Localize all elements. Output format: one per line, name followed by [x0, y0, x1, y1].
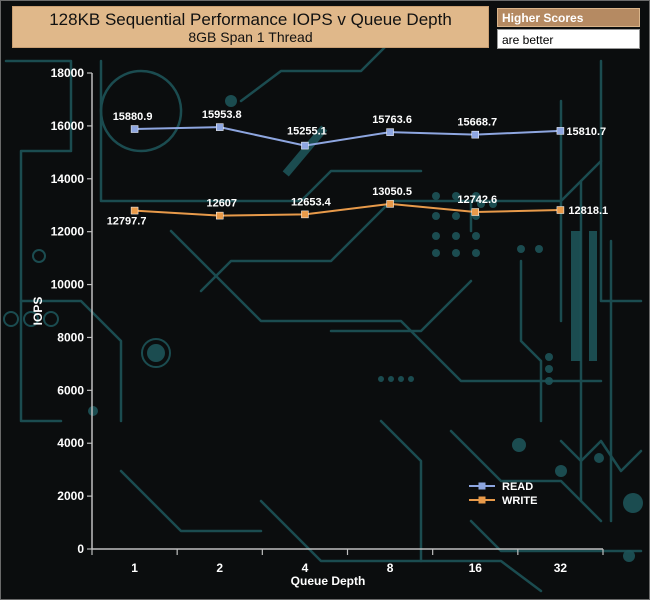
data-point-write — [130, 206, 139, 215]
x-axis-title: Queue Depth — [291, 574, 366, 588]
data-labels: 15880.9 15953.8 15255.1 15763.6 15668.7 15810… — [107, 109, 608, 227]
data-label-write: 13050.5 — [372, 186, 412, 198]
chart-subtitle: 8GB Span 1 Thread — [188, 29, 313, 45]
x-tick-label: 2 — [216, 561, 223, 575]
y-tick-label: 10000 — [51, 278, 85, 292]
y-tick-label: 14000 — [51, 172, 85, 186]
data-label-write: 12742.6 — [457, 194, 497, 206]
data-point-read — [556, 127, 565, 135]
data-point-write — [216, 211, 224, 220]
legend-marker-read — [478, 482, 486, 490]
data-label-write: 12653.4 — [291, 196, 332, 208]
data-point-write — [386, 200, 394, 208]
y-tick-label: 2000 — [57, 489, 84, 503]
chart-title-box: 128KB Sequential Performance IOPS v Queu… — [12, 6, 489, 48]
data-label-read: 15255.1 — [287, 126, 327, 138]
y-tick-label: 8000 — [57, 330, 84, 344]
data-point-read — [130, 125, 139, 133]
x-tick-label: 1 — [131, 561, 138, 575]
higher-scores-text: are better — [497, 29, 640, 49]
chart-series — [130, 123, 565, 220]
data-label-read: 15953.8 — [202, 109, 242, 121]
data-label-read: 15810.7 — [566, 126, 606, 138]
x-tick-label: 32 — [554, 561, 568, 575]
y-tick-label: 6000 — [57, 383, 84, 397]
chart-axes — [87, 72, 604, 555]
data-label-write: 12607 — [206, 198, 237, 210]
data-label-write: 12818.1 — [568, 205, 608, 217]
legend-marker-write — [478, 496, 486, 504]
data-point-read — [386, 128, 394, 136]
data-point-write — [556, 206, 565, 214]
x-tick-label: 16 — [469, 561, 483, 575]
data-label-read: 15763.6 — [372, 114, 412, 126]
y-tick-label: 0 — [77, 542, 84, 556]
higher-scores-heading: Higher Scores — [497, 8, 640, 27]
data-point-read — [471, 130, 479, 139]
series-line-write — [134, 202, 561, 217]
data-label-write: 12797.7 — [107, 216, 147, 228]
x-tick-label: 4 — [302, 561, 309, 575]
x-tick-label: 8 — [387, 561, 394, 575]
data-point-write — [471, 208, 479, 216]
y-tick-label: 16000 — [51, 119, 85, 133]
tick-labels: 0 2000 4000 6000 8000 10000 12000 14000 16000 180… — [51, 66, 568, 575]
series-line-read — [134, 126, 561, 147]
y-tick-label: 12000 — [51, 225, 85, 239]
y-tick-label: 4000 — [57, 436, 84, 450]
y-tick-label: 18000 — [51, 66, 85, 80]
y-axis-title: IOPS — [31, 297, 45, 326]
chart-title: 128KB Sequential Performance IOPS v Queu… — [49, 10, 452, 29]
chart-legend: READ WRITE — [469, 481, 537, 507]
data-label-read: 15668.7 — [457, 117, 497, 129]
legend-label-write: WRITE — [502, 495, 537, 507]
data-point-write — [301, 210, 309, 219]
data-label-read: 15880.9 — [113, 111, 153, 123]
legend-label-read: READ — [502, 481, 533, 493]
data-point-read — [216, 123, 224, 131]
data-point-read — [301, 141, 309, 150]
